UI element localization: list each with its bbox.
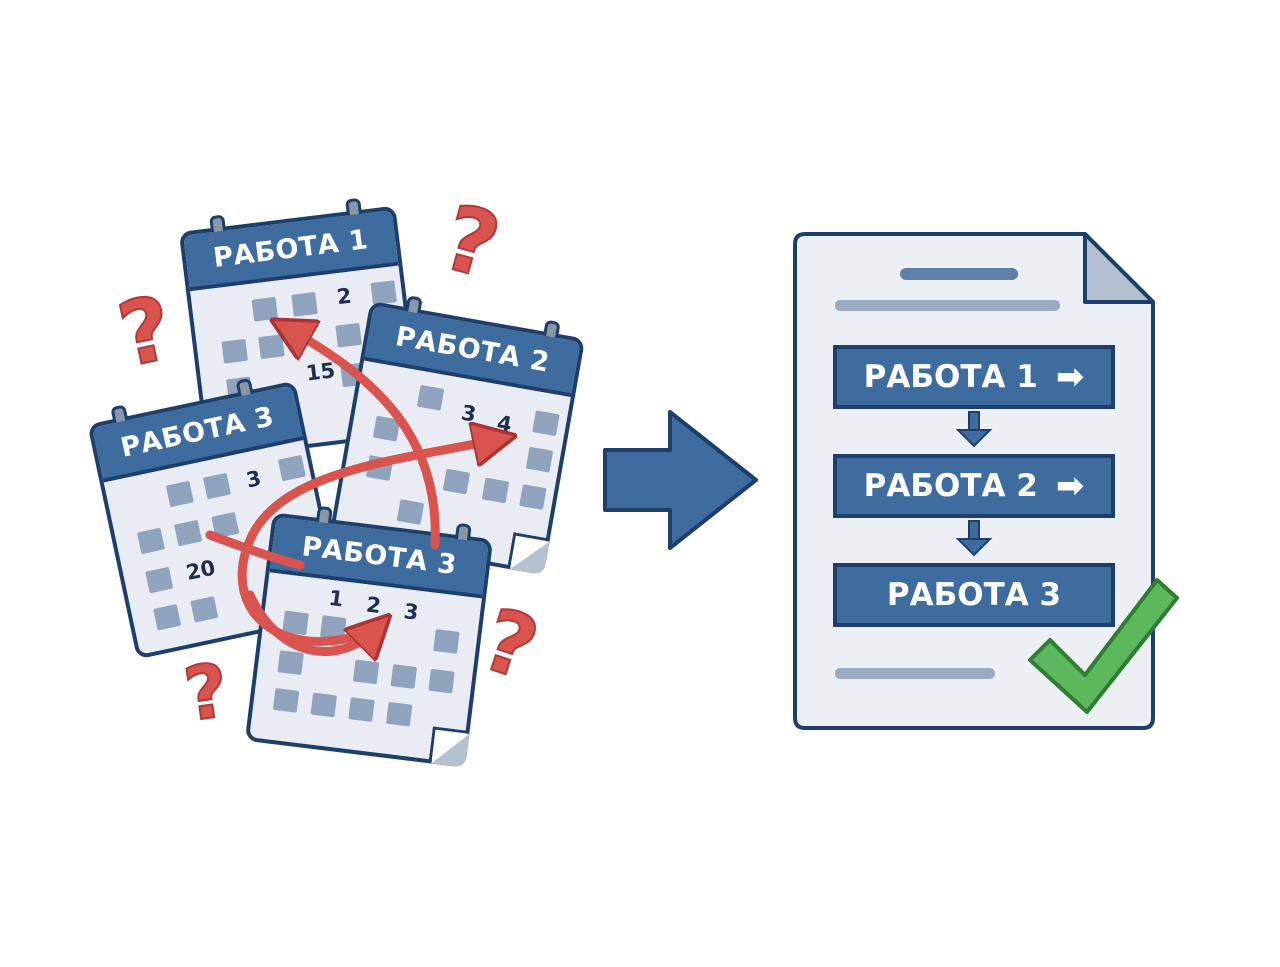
step-work-2: РАБОТА 2 ➡ — [833, 454, 1115, 518]
step-label: РАБОТА 2 — [863, 468, 1038, 504]
right-arrow-icon: ➡ — [1055, 357, 1085, 397]
step-label: РАБОТА 3 — [886, 577, 1062, 613]
right-arrow-icon: ➡ — [1055, 466, 1085, 506]
red-arrow — [205, 530, 305, 570]
step-label: РАБОТА 1 — [863, 359, 1038, 395]
step-work-3: РАБОТА 3 — [833, 563, 1115, 627]
red-arrow — [290, 330, 440, 550]
step-work-1: РАБОТА 1 ➡ — [833, 345, 1115, 409]
red-arrow — [245, 590, 375, 652]
